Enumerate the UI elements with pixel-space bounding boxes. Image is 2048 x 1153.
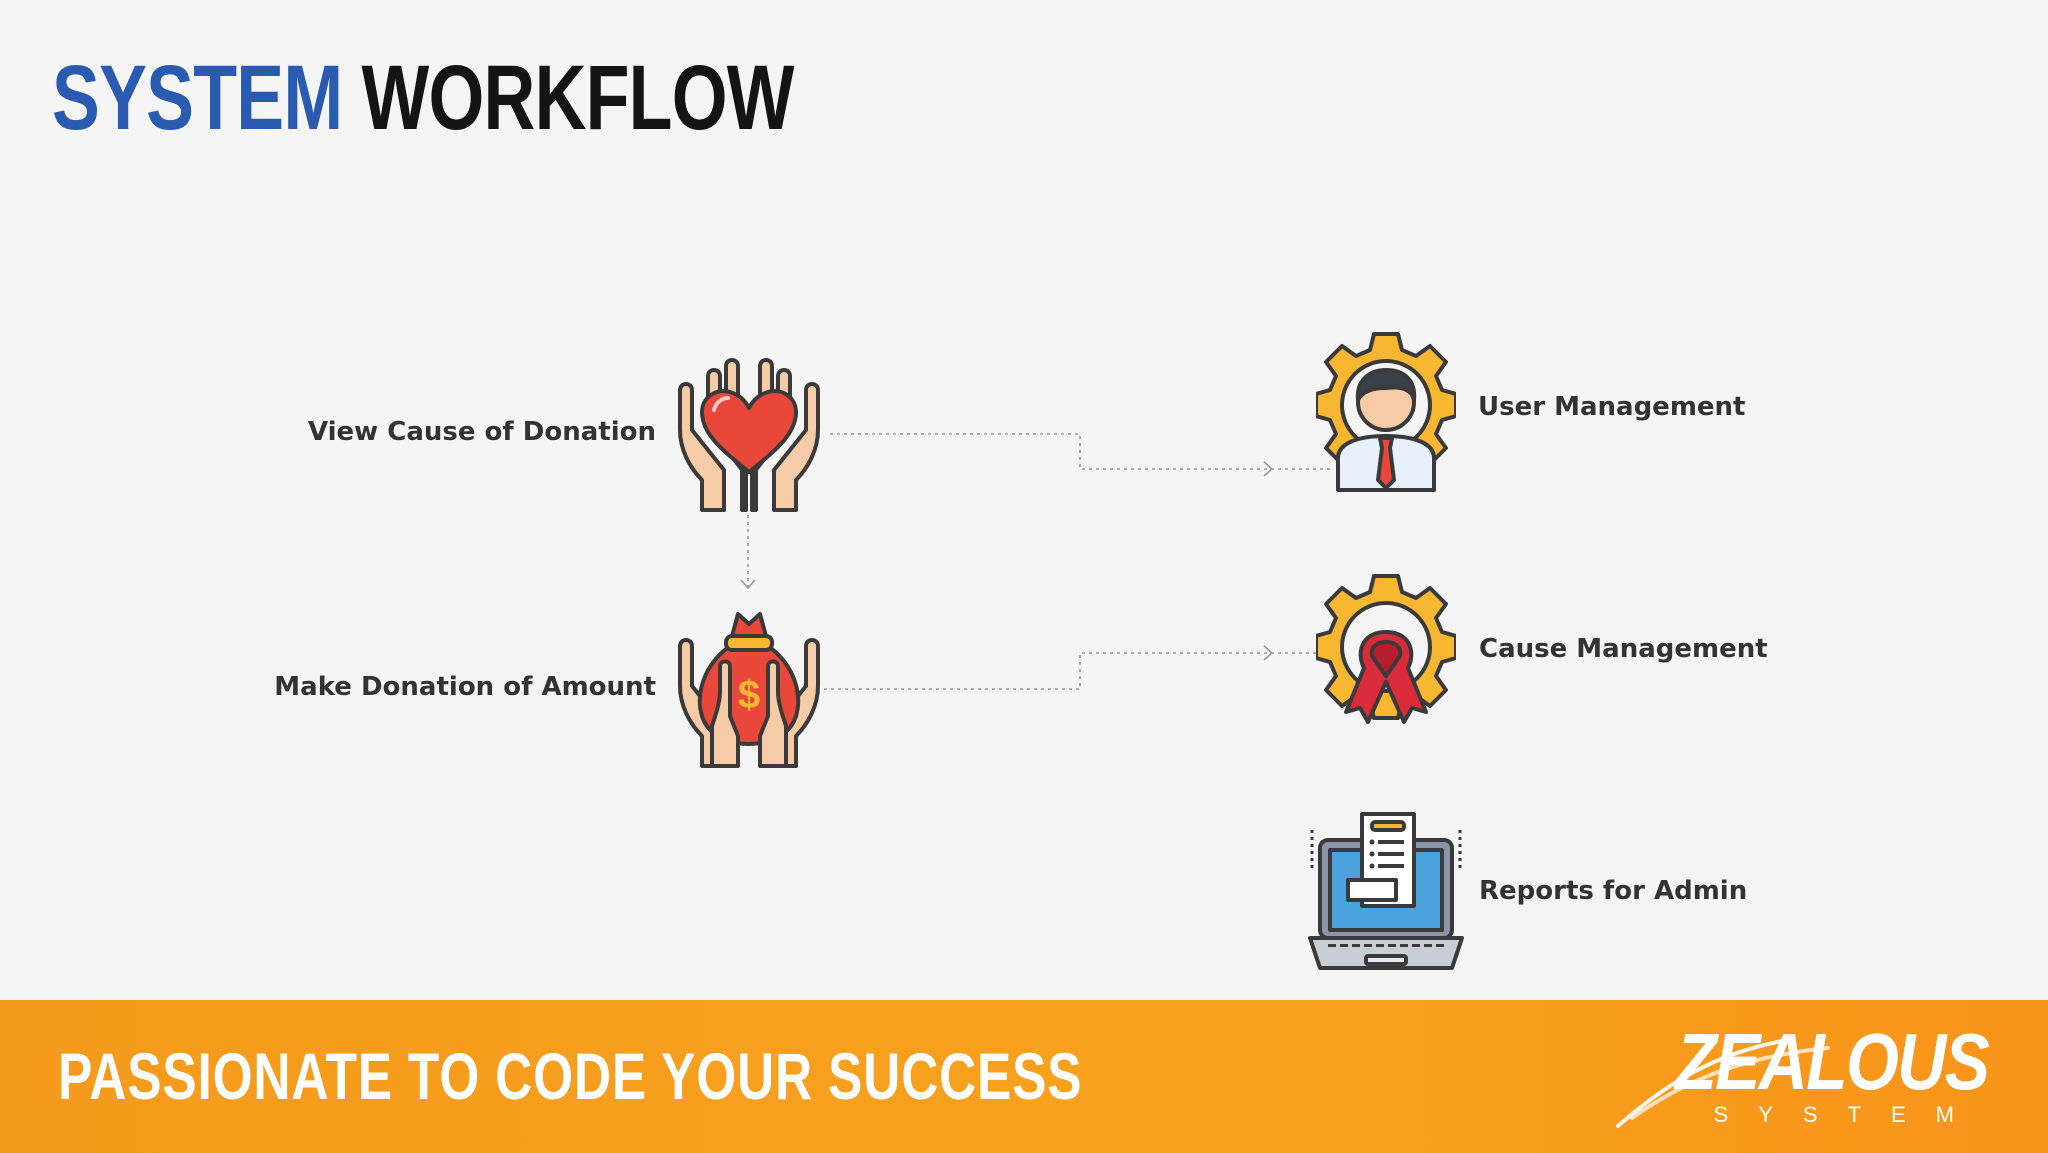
connector-donate-to-cause bbox=[824, 652, 1330, 690]
label-cause-management: Cause Management bbox=[1479, 634, 1768, 664]
label-reports-admin: Reports for Admin bbox=[1479, 876, 1748, 906]
label-view-cause: View Cause of Donation bbox=[307, 417, 656, 447]
gear-user-icon bbox=[1316, 332, 1456, 492]
arrowhead-cause bbox=[1263, 645, 1274, 661]
arrowhead-user bbox=[1263, 461, 1274, 477]
workflow-connectors bbox=[740, 433, 1330, 690]
footer-tagline: PASSIONATE TO CODE YOUR SUCCESS bbox=[58, 1039, 1083, 1113]
brand-subtitle: SYSTEM bbox=[1713, 1102, 1984, 1127]
laptop-report-icon bbox=[1308, 812, 1464, 970]
arrowhead-donate bbox=[740, 579, 756, 590]
label-user-management: User Management bbox=[1478, 392, 1746, 422]
hands-heart-icon bbox=[678, 358, 820, 512]
page-title: SYSTEM WORKFLOW bbox=[52, 52, 794, 144]
title-part-workflow: WORKFLOW bbox=[361, 47, 795, 149]
hands-money-bag-icon: $ bbox=[678, 612, 820, 768]
label-make-donation: Make Donation of Amount bbox=[274, 672, 656, 702]
connector-view-to-user bbox=[830, 433, 1330, 470]
title-part-system: SYSTEM bbox=[52, 47, 343, 149]
brand-swoosh-icon bbox=[1616, 1038, 1830, 1128]
gear-ribbon-icon bbox=[1316, 574, 1456, 724]
brand-name: ZEALOUS bbox=[1675, 1017, 1990, 1106]
brand-logo: ZEALOUS SYSTEM bbox=[1608, 1017, 1990, 1132]
svg-text:$: $ bbox=[738, 673, 760, 717]
footer-banner: PASSIONATE TO CODE YOUR SUCCESS ZEALOUS … bbox=[0, 1000, 2048, 1153]
